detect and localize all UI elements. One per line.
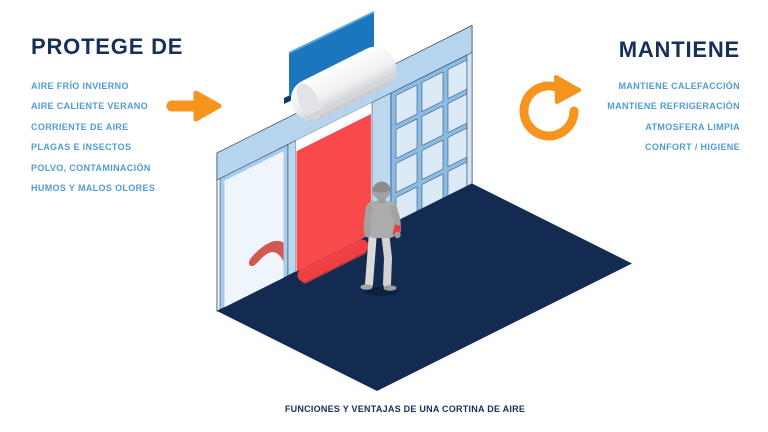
air-curtain-sheet xyxy=(296,114,371,272)
protege-list: AIRE FRÍO INVIERNO AIRE CALIENTE VERANO … xyxy=(31,76,155,198)
protege-item: CORRIENTE DE AIRE xyxy=(31,121,129,132)
protege-item: POLVO, CONTAMINACIÓN xyxy=(31,162,151,173)
arrow-right-icon xyxy=(166,90,222,122)
air-curtain-floor-roll xyxy=(297,239,369,284)
air-curtain-unit xyxy=(290,46,399,122)
mantiene-item: MANTIENE CALEFACCIÓN xyxy=(618,81,740,91)
mantiene-item: ATMOSFERA LIMPIA xyxy=(645,121,740,132)
wall-corner-edge xyxy=(466,52,473,187)
protege-item: HUMOS Y MALOS OLORES xyxy=(31,183,156,194)
floor xyxy=(217,183,632,391)
protege-heading: PROTEGE DE xyxy=(31,34,184,59)
protege-item: PLAGAS E INSECTOS xyxy=(31,142,132,153)
storefront-wall xyxy=(216,24,473,312)
mantiene-heading: MANTIENE xyxy=(618,37,740,62)
caption: FUNCIONES Y VENTAJAS DE UNA CORTINA DE A… xyxy=(284,404,526,414)
glass-grid xyxy=(390,54,468,225)
person xyxy=(360,181,401,296)
left-window-pane xyxy=(224,151,284,308)
door-frame-left xyxy=(287,140,297,276)
circular-arrow-icon xyxy=(519,75,581,141)
air-stream-curl-inside xyxy=(249,240,284,275)
protege-item: AIRE FRÍO INVIERNO xyxy=(31,81,129,91)
mantiene-item: MANTIENE REFRIGERACIÓN xyxy=(607,101,740,112)
mantiene-list: MANTIENE CALEFACCIÓN MANTIENE REFRIGERAC… xyxy=(607,76,740,158)
mantiene-item: CONFORT / HIGIENE xyxy=(645,142,740,153)
protege-item: AIRE CALIENTE VERANO xyxy=(31,101,149,112)
